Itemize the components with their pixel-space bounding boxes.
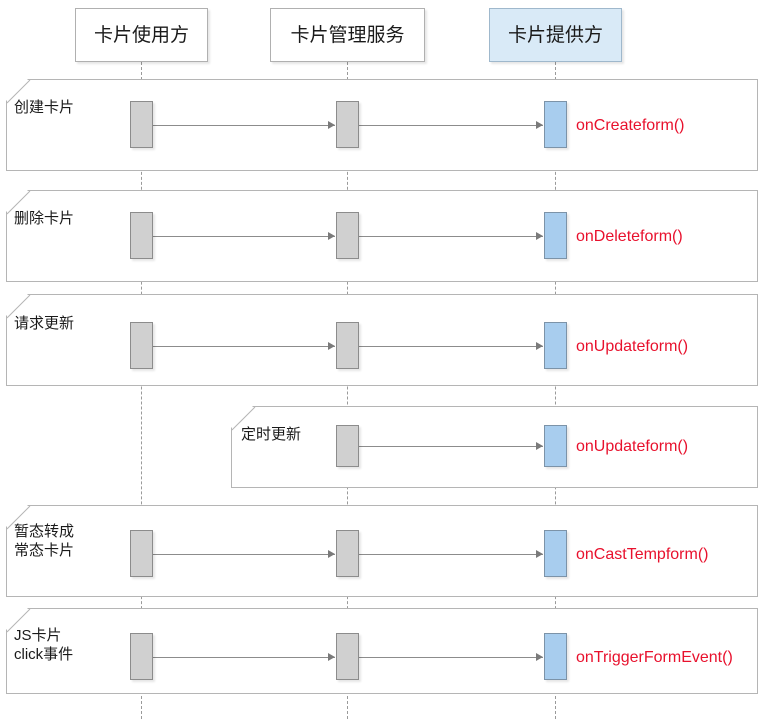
message-arrow-consumer-to-manager (153, 125, 335, 126)
message-arrow-manager-to-provider (359, 657, 543, 658)
message-arrow-manager-to-provider (359, 125, 543, 126)
activation-bar-provider[interactable] (544, 633, 567, 680)
message-arrowhead-icon (536, 550, 543, 558)
message-arrow-consumer-to-manager (153, 657, 335, 658)
message-arrowhead-icon (328, 121, 335, 129)
activation-bar-consumer[interactable] (130, 322, 153, 369)
message-arrowhead-icon (328, 550, 335, 558)
message-arrow-manager-to-provider (359, 236, 543, 237)
message-arrow-consumer-to-manager (153, 554, 335, 555)
lifeline-consumer (141, 62, 142, 719)
message-arrowhead-icon (536, 342, 543, 350)
callback-label-js-click-event: onTriggerFormEvent() (576, 649, 733, 666)
callback-label-scheduled-update: onUpdateform() (576, 438, 689, 455)
message-arrow-consumer-to-manager (153, 346, 335, 347)
message-arrowhead-icon (536, 442, 543, 450)
message-arrow-manager-to-provider (359, 346, 543, 347)
message-arrow-manager-to-provider (359, 446, 543, 447)
activation-bar-provider[interactable] (544, 322, 567, 369)
activation-bar-consumer[interactable] (130, 212, 153, 259)
participant-label: 卡片提供方 (507, 24, 603, 46)
participant-manager[interactable]: 卡片管理服务 (270, 8, 425, 62)
callback-label-request-update: onUpdateform() (576, 338, 689, 355)
lifeline-manager (347, 62, 348, 719)
activation-bar-manager[interactable] (336, 425, 359, 467)
activation-bar-consumer[interactable] (130, 633, 153, 680)
message-arrowhead-icon (328, 232, 335, 240)
activation-bar-manager[interactable] (336, 322, 359, 369)
callback-label-delete-card: onDeleteform() (576, 228, 683, 245)
callback-label-create-card: onCreateform() (576, 117, 685, 134)
activation-bar-manager[interactable] (336, 633, 359, 680)
activation-bar-manager[interactable] (336, 101, 359, 148)
activation-bar-provider[interactable] (544, 530, 567, 577)
participant-provider[interactable]: 卡片提供方 (489, 8, 622, 62)
activation-bar-provider[interactable] (544, 101, 567, 148)
message-arrowhead-icon (328, 653, 335, 661)
message-arrowhead-icon (536, 653, 543, 661)
message-arrowhead-icon (536, 232, 543, 240)
fragment-label-delete-card: 删除卡片 (14, 210, 75, 227)
fragment-label-scheduled-update: 定时更新 (241, 426, 302, 443)
fragment-label-request-update: 请求更新 (14, 315, 75, 332)
lifeline-provider (555, 62, 556, 719)
message-arrowhead-icon (536, 121, 543, 129)
message-arrow-consumer-to-manager (153, 236, 335, 237)
message-arrow-manager-to-provider (359, 554, 543, 555)
callback-label-temp-to-normal: onCastTempform() (576, 546, 709, 563)
fragment-label-js-click-event: JS卡片 click事件 (14, 627, 74, 663)
activation-bar-provider[interactable] (544, 425, 567, 467)
activation-bar-provider[interactable] (544, 212, 567, 259)
fragment-label-create-card: 创建卡片 (14, 99, 75, 116)
participant-consumer[interactable]: 卡片使用方 (75, 8, 208, 62)
activation-bar-consumer[interactable] (130, 530, 153, 577)
activation-bar-consumer[interactable] (130, 101, 153, 148)
participant-label: 卡片使用方 (93, 24, 189, 46)
fragment-label-temp-to-normal: 暂态转成 常态卡片 (14, 523, 75, 559)
fragment-scheduled-update[interactable] (231, 406, 758, 488)
message-arrowhead-icon (328, 342, 335, 350)
activation-bar-manager[interactable] (336, 212, 359, 259)
activation-bar-manager[interactable] (336, 530, 359, 577)
participant-label: 卡片管理服务 (290, 24, 405, 46)
